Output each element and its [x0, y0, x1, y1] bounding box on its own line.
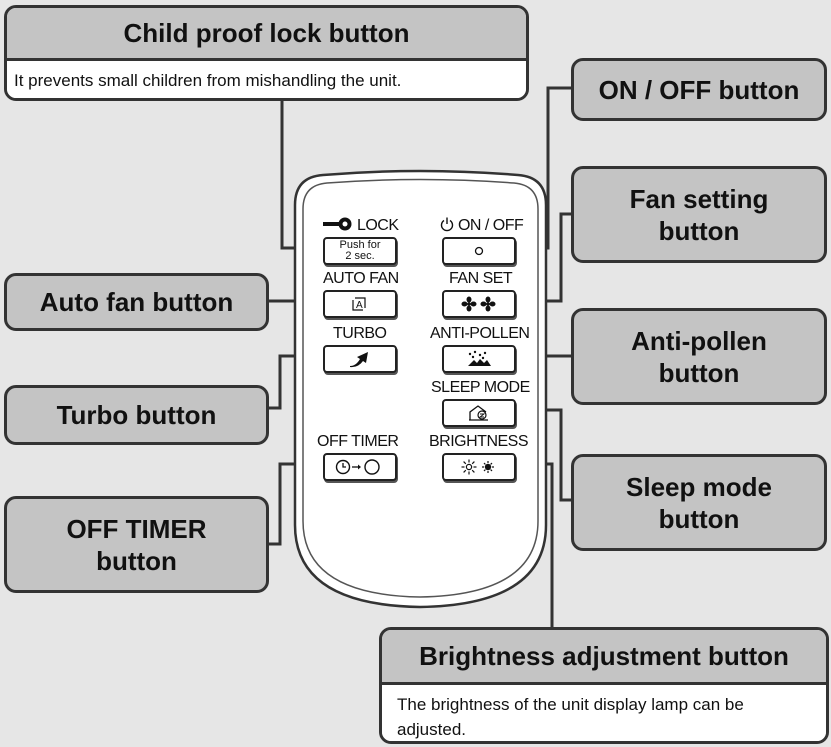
remote-body: [293, 169, 548, 609]
svg-text:A: A: [356, 300, 363, 311]
brightness-title: Brightness adjustment button: [382, 630, 826, 685]
sleep-mode-callout: Sleep mode button: [571, 454, 827, 551]
anti-pollen-button[interactable]: [442, 345, 516, 373]
auto-a-icon: A: [352, 297, 366, 311]
child-lock-title: Child proof lock button: [7, 8, 526, 61]
fan-set-label: FAN SET: [449, 270, 513, 287]
lock-button-text: Push for 2 sec.: [339, 239, 381, 262]
brightness-button[interactable]: [442, 453, 516, 481]
anti-pollen-label: ANTI-POLLEN: [430, 325, 530, 342]
fan-set-button[interactable]: [442, 290, 516, 318]
pollen-icon: [468, 350, 491, 366]
turbo-arrow-icon: [350, 352, 368, 368]
turbo-button[interactable]: [323, 345, 397, 373]
anti-pollen-callout: Anti-pollen button: [571, 308, 827, 405]
sleep-mode-label: SLEEP MODE: [431, 379, 530, 396]
off-timer-button[interactable]: [323, 453, 397, 481]
sleep-mode-button[interactable]: [442, 399, 516, 427]
off-timer-callout: OFF TIMER button: [4, 496, 269, 593]
child-lock-callout: Child proof lock button It prevents smal…: [4, 5, 529, 101]
lock-label: LOCK: [356, 217, 399, 234]
auto-fan-label: AUTO FAN: [323, 270, 399, 287]
lock-label-group: LOCK: [323, 217, 399, 235]
circle-icon: [474, 246, 484, 256]
auto-fan-callout: Auto fan button: [4, 273, 269, 331]
remote-control: LOCK Push for 2 sec. ON / OFF AUTO FAN A…: [283, 165, 558, 611]
fan-icon: [461, 296, 496, 312]
on-off-button[interactable]: [442, 237, 516, 265]
brightness-label: BRIGHTNESS: [429, 433, 529, 450]
brightness-callout: Brightness adjustment button The brightn…: [379, 627, 829, 744]
key-icon: [323, 217, 352, 231]
brightness-desc: The brightness of the unit display lamp …: [382, 685, 826, 741]
on-off-label: ON / OFF: [457, 217, 524, 234]
turbo-label: TURBO: [333, 325, 387, 342]
fan-setting-callout: Fan setting button: [571, 166, 827, 263]
sun-icon: [461, 459, 494, 475]
on-off-label-group: ON / OFF: [440, 217, 524, 235]
house-sleep-icon: [469, 405, 488, 421]
turbo-callout: Turbo button: [4, 385, 269, 445]
auto-fan-button[interactable]: A: [323, 290, 397, 318]
child-lock-desc: It prevents small children from mishandl…: [7, 61, 526, 98]
clock-icon: [335, 459, 380, 475]
power-icon: [440, 217, 454, 232]
on-off-callout: ON / OFF button: [571, 58, 827, 121]
lock-button[interactable]: Push for 2 sec.: [323, 237, 397, 265]
off-timer-label: OFF TIMER: [317, 433, 399, 450]
